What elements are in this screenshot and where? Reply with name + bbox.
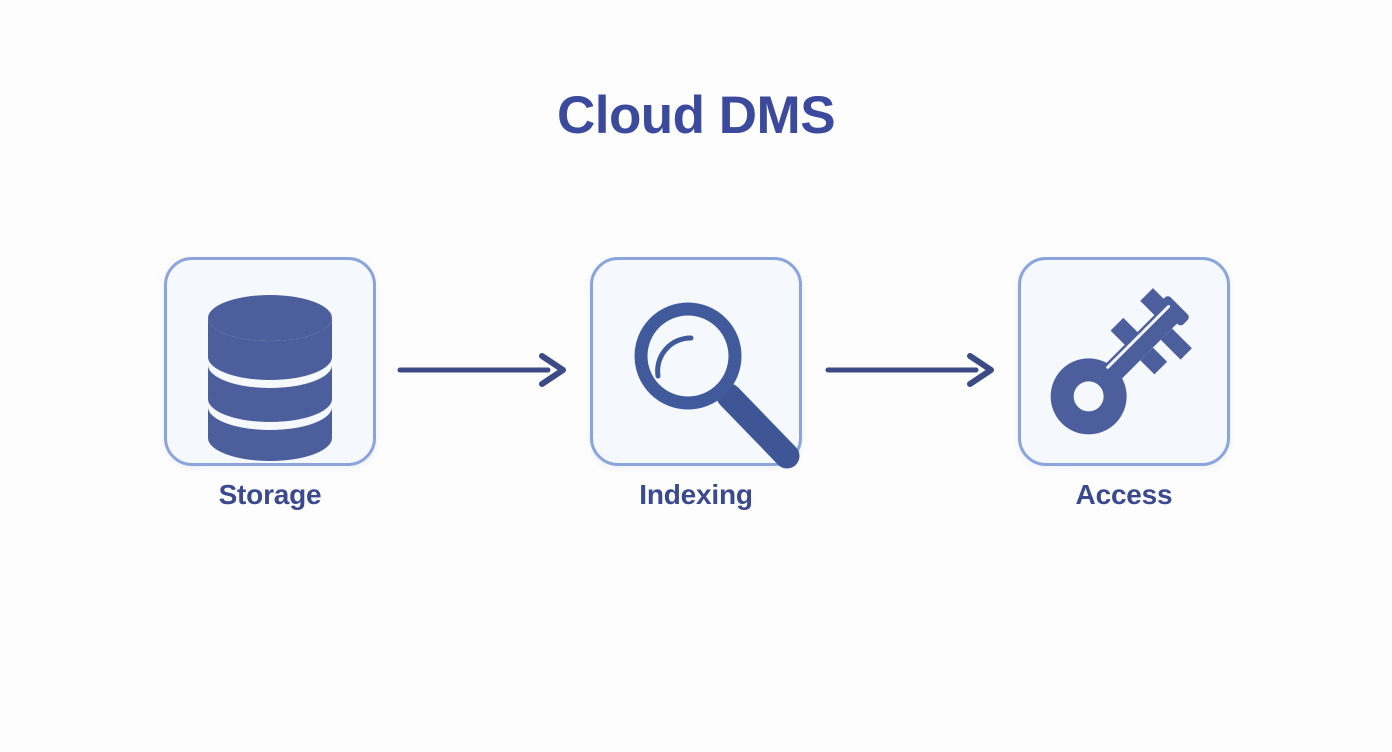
- indexing-card[interactable]: [590, 257, 802, 466]
- page-title: Cloud DMS: [556, 86, 836, 145]
- flow-step-access[interactable]: Access: [1018, 257, 1230, 510]
- storage-card[interactable]: [164, 257, 376, 466]
- step-label-indexing: Indexing: [639, 479, 753, 510]
- flow-step-storage[interactable]: Storage: [164, 257, 376, 510]
- arrow-right-icon-2: [825, 353, 994, 387]
- process-flow: Storage Indexing: [0, 257, 1392, 557]
- step-label-access: Access: [1075, 479, 1173, 510]
- arrow-right-icon-1: [397, 353, 566, 387]
- step-label-storage: Storage: [218, 479, 322, 510]
- flow-step-indexing[interactable]: Indexing: [590, 257, 802, 510]
- access-card[interactable]: [1018, 257, 1230, 466]
